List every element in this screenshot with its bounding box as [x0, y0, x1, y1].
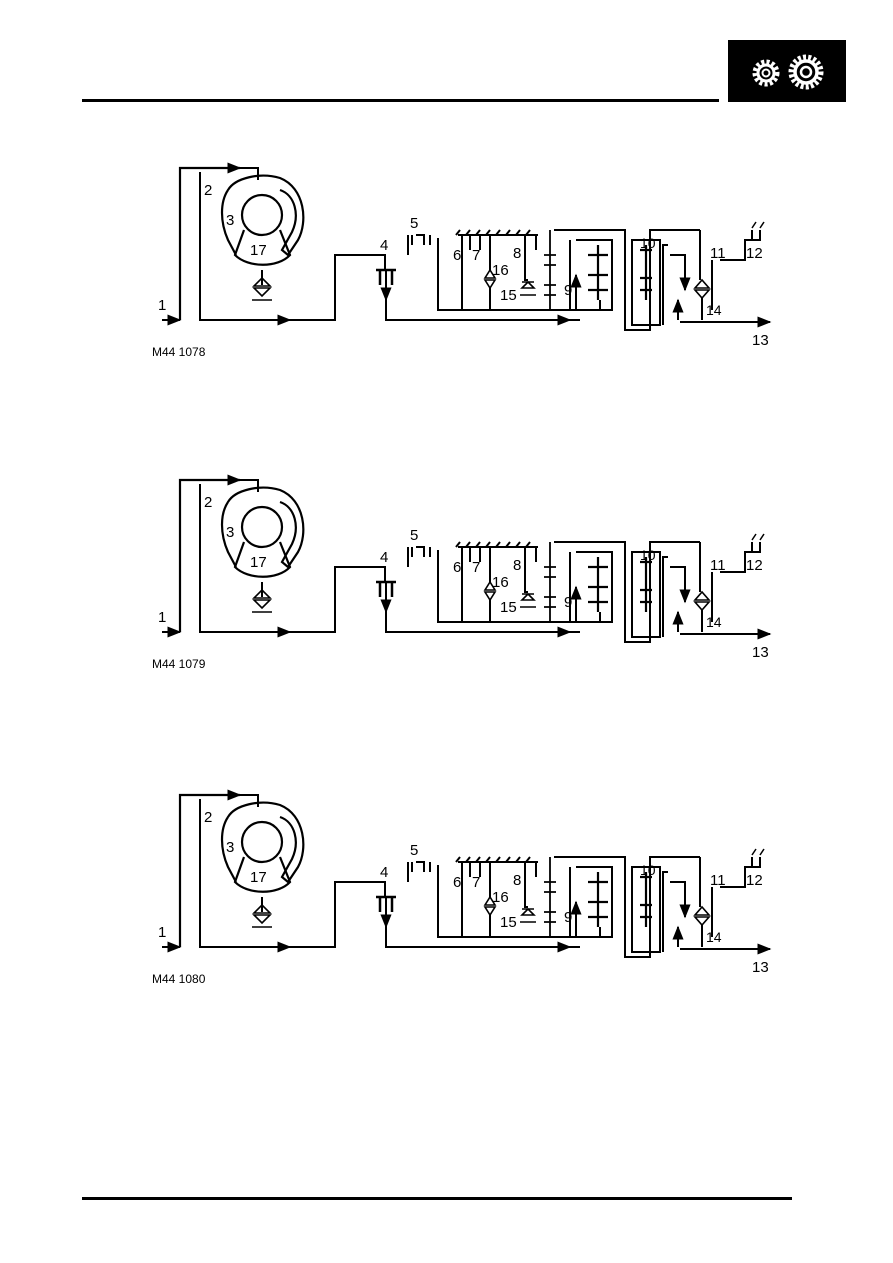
label-16: 16 [492, 574, 509, 591]
label-9: 9 [564, 594, 572, 611]
label-11: 11 [710, 245, 726, 262]
label-10: 10 [640, 862, 656, 878]
label-13: 13 [752, 332, 769, 349]
label-12: 12 [746, 245, 763, 262]
label-5: 5 [410, 215, 418, 232]
label-8: 8 [513, 872, 521, 889]
transmission-schematic: 1 2 3 17 4 5 6 7 8 16 15 9 10 11 12 14 1… [158, 789, 772, 976]
label-17: 17 [250, 242, 267, 259]
label-14: 14 [706, 614, 722, 630]
label-14: 14 [706, 302, 722, 318]
label-14: 14 [706, 929, 722, 945]
labels: 1 2 3 17 4 5 6 7 8 16 15 9 10 11 12 14 1… [158, 494, 769, 661]
label-2: 2 [204, 494, 212, 511]
label-17: 17 [250, 869, 267, 886]
label-7: 7 [472, 874, 480, 891]
label-1: 1 [158, 297, 166, 314]
label-4: 4 [380, 237, 388, 254]
diagram-1-caption: M44 1078 [152, 345, 206, 359]
label-11: 11 [710, 872, 726, 889]
label-8: 8 [513, 557, 521, 574]
label-4: 4 [380, 864, 388, 881]
transmission-schematic: 1 2 3 17 4 5 6 7 8 16 15 9 10 11 12 14 1… [158, 474, 772, 661]
label-16: 16 [492, 262, 509, 279]
label-6: 6 [453, 247, 461, 264]
gears-icon [728, 40, 846, 102]
label-7: 7 [472, 559, 480, 576]
label-16: 16 [492, 889, 509, 906]
label-10: 10 [640, 235, 656, 251]
label-9: 9 [564, 282, 572, 299]
label-3: 3 [226, 524, 234, 541]
label-6: 6 [453, 874, 461, 891]
label-12: 12 [746, 872, 763, 889]
label-13: 13 [752, 644, 769, 661]
label-13: 13 [752, 959, 769, 976]
diagram-2: 1 2 3 17 4 5 6 7 8 16 15 9 10 11 12 14 1… [140, 472, 800, 682]
labels: 1 2 3 17 4 5 6 7 8 16 15 9 10 11 12 14 1… [158, 809, 769, 976]
diagram-3-caption: M44 1080 [152, 972, 206, 986]
label-5: 5 [410, 842, 418, 859]
label-1: 1 [158, 609, 166, 626]
transmission-schematic: 1 2 3 17 4 5 6 7 8 16 15 9 10 11 12 14 1… [158, 162, 772, 349]
diagram-3: 1 2 3 17 4 5 6 7 8 16 15 9 10 11 12 14 1… [140, 787, 800, 997]
label-10: 10 [640, 547, 656, 563]
label-7: 7 [472, 247, 480, 264]
label-15: 15 [500, 287, 517, 304]
label-5: 5 [410, 527, 418, 544]
diagram-2-caption: M44 1079 [152, 657, 206, 671]
label-4: 4 [380, 549, 388, 566]
label-8: 8 [513, 245, 521, 262]
label-15: 15 [500, 914, 517, 931]
label-11: 11 [710, 557, 726, 574]
label-6: 6 [453, 559, 461, 576]
label-17: 17 [250, 554, 267, 571]
label-12: 12 [746, 557, 763, 574]
label-2: 2 [204, 809, 212, 826]
label-2: 2 [204, 182, 212, 199]
label-9: 9 [564, 909, 572, 926]
label-3: 3 [226, 839, 234, 856]
diagram-1: 1 2 3 17 4 5 6 7 8 16 15 9 10 11 12 14 1… [140, 160, 800, 370]
label-3: 3 [226, 212, 234, 229]
label-1: 1 [158, 924, 166, 941]
label-15: 15 [500, 599, 517, 616]
footer-rule [82, 1197, 792, 1200]
labels: 1 2 3 17 4 5 6 7 8 16 15 9 10 11 12 14 1… [158, 182, 769, 349]
header-rule [82, 99, 719, 102]
